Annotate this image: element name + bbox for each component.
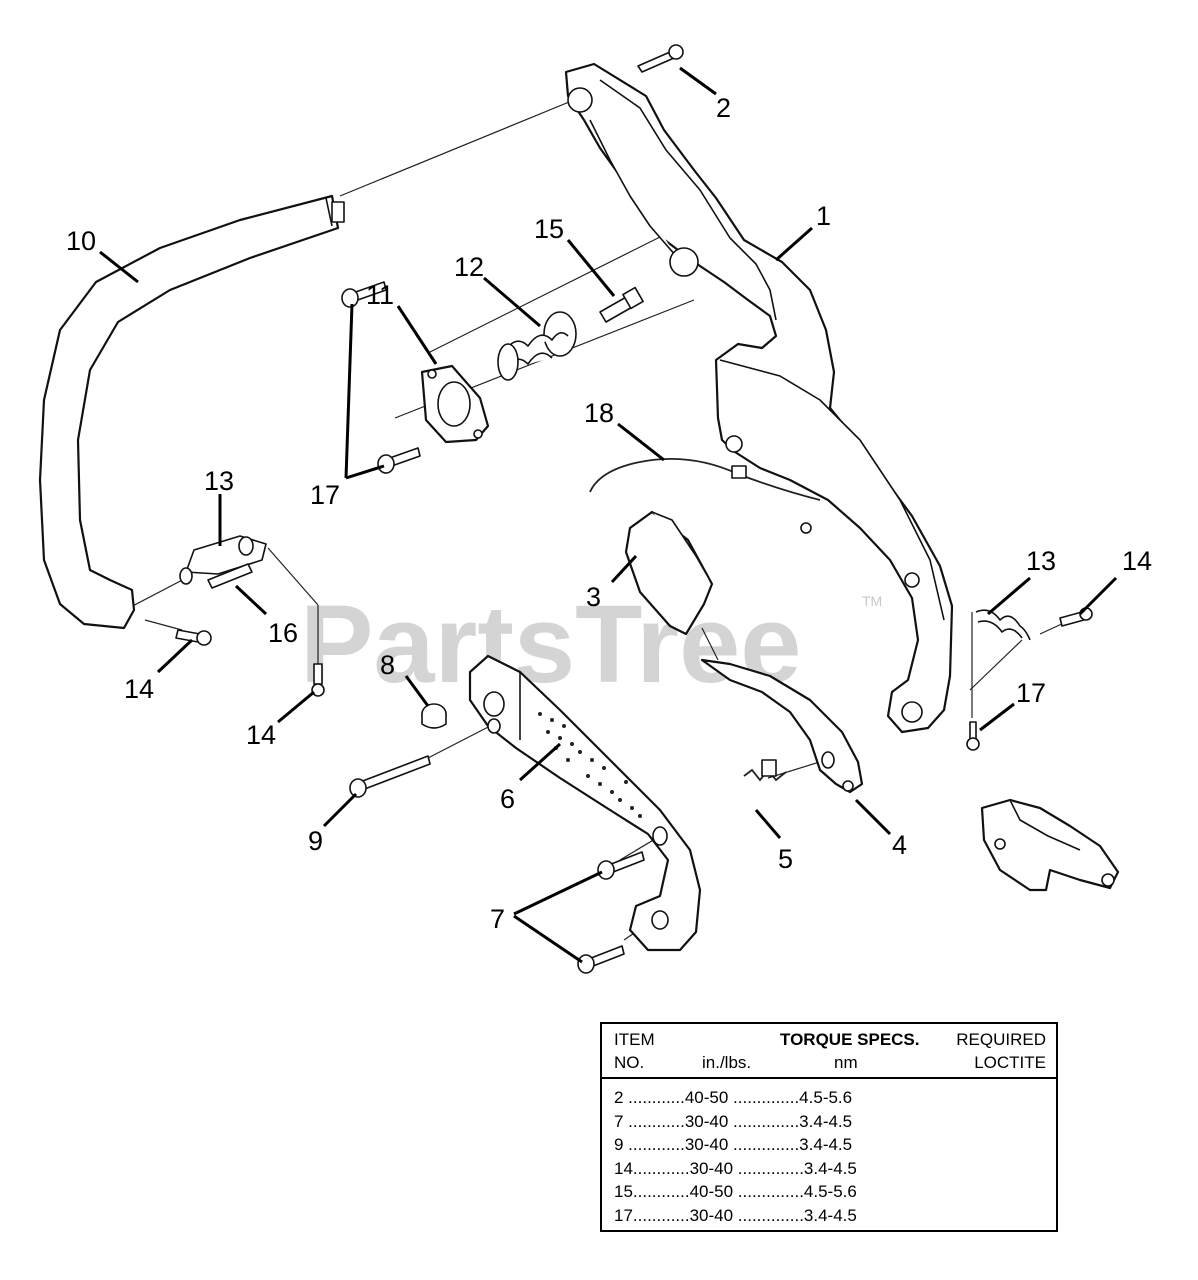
callout-11: 11 [366,280,394,310]
torque-row: 17............30-40 ..............3.4-4.… [614,1205,857,1225]
header-no: NO. [614,1053,645,1072]
torque-row: 2 ............40-50 ..............4.5-5.… [614,1088,853,1107]
callout-2: 2 [716,93,731,123]
brake-part-3 [624,510,714,636]
bolt-part-9 [349,755,431,798]
torque-row: 9 ............30-40 ..............3.4-4.… [614,1135,853,1154]
brake-assembly-detail-part [980,798,1120,892]
header-required: REQUIRED [956,1030,1046,1049]
header-nm: nm [834,1053,858,1072]
watermark-trademark: TM [862,593,882,609]
front-handle-bar-part [38,194,345,630]
plate-11-part [420,364,490,444]
callout-17-right: 17 [1016,678,1046,708]
alignment-lines [124,99,1067,941]
screw-14-lower-left-part [175,629,212,646]
callout-14-middle: 14 [246,720,276,750]
screw-15-part [599,286,644,323]
screw-14-middle-part [311,663,325,697]
header-loctite: LOCTITE [974,1053,1046,1072]
torque-row: 7 ............30-40 ..............3.4-4.… [614,1111,853,1131]
torque-specs-table: ITEM NO. TORQUE SPECS. in./lbs. nm REQUI… [600,1022,1058,1232]
spring-13-right-part [975,609,1031,641]
cable-18-part [589,458,821,501]
callout-13-right: 13 [1026,546,1056,576]
screw-14-right-part [1059,607,1093,627]
header-torque-specs: TORQUE SPECS. [780,1030,920,1049]
header-item: ITEM [614,1030,655,1049]
cap-part-8 [421,703,447,729]
callout-14-left: 14 [124,674,154,704]
torque-table-rows: 2 ............40-50 ..............4.5-5.… [614,1086,1046,1227]
callout-5: 5 [778,844,793,874]
lever-part-4 [700,658,864,794]
callout-4: 4 [892,830,907,860]
callout-12: 12 [454,252,484,282]
spring-12-part [497,311,577,381]
callout-9: 9 [308,826,323,856]
callout-8: 8 [380,650,395,680]
screws-part-7 [577,851,645,974]
callout-15: 15 [534,214,564,244]
callout-17-left: 17 [310,480,340,510]
watermark-brand: PartsTree [300,583,801,706]
callout-3: 3 [586,582,601,612]
torque-row: 15............40-50 ..............4.5-5.… [614,1182,857,1201]
callout-18: 18 [584,398,614,428]
callout-14-right: 14 [1122,546,1152,576]
leader-lines [99,66,1118,964]
callout-10: 10 [66,226,96,256]
torque-table-header: ITEM NO. TORQUE SPECS. in./lbs. nm REQUI… [602,1024,1056,1079]
callout-7: 7 [490,904,505,934]
callout-labels: 2 1 10 15 12 11 18 17 13 16 14 14 3 8 13… [66,93,1152,934]
callout-6: 6 [500,784,515,814]
callout-1: 1 [816,201,831,231]
header-in-lbs: in./lbs. [702,1053,752,1072]
torque-row: 14............30-40 ..............3.4-4.… [614,1158,857,1178]
callout-13-left: 13 [204,466,234,496]
rear-handle-part [564,62,954,734]
clip-16-part [207,563,253,589]
screw-17-right-part [966,721,980,751]
screw-2-part [637,44,684,73]
callout-16: 16 [268,618,298,648]
spring-5-part [743,759,787,782]
screws-17-left-part [341,281,421,474]
